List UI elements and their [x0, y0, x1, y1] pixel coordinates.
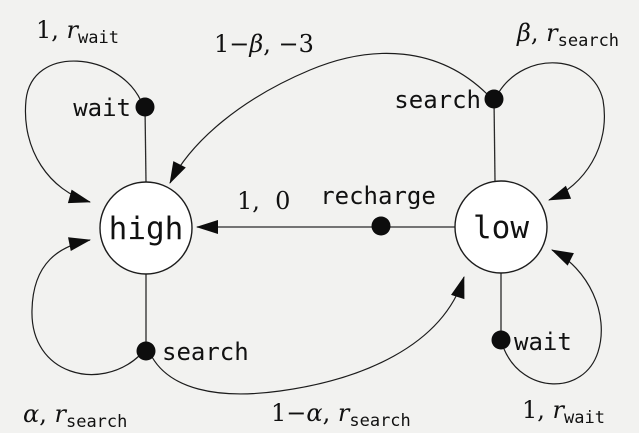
- edge-search-low-to-high: [169, 52, 488, 184]
- search-high-to-low-label: 1−α, rsearch: [271, 399, 411, 431]
- search-high-action-label: search: [162, 338, 249, 366]
- recharge-edge-label: 1, 0: [237, 187, 290, 215]
- search-low-action-dot: [484, 89, 504, 109]
- edge-search-high-to-low: [151, 276, 465, 395]
- search-high-action-dot: [136, 341, 156, 361]
- wait-low-action-dot: [491, 330, 511, 350]
- edge-wait-high-self-loop: [24, 60, 142, 204]
- search-low-to-high-label: 1−β, −3: [214, 30, 314, 58]
- recharge-action-dot: [371, 216, 391, 236]
- search-low-loop-label: β, rsearch: [516, 19, 619, 51]
- wait-low-action-label: wait: [514, 328, 572, 356]
- high-state-label: high: [109, 211, 184, 247]
- edge-search-high-self-loop: [31, 237, 140, 376]
- low-state-label: low: [473, 210, 529, 246]
- recharge-action-label: recharge: [320, 182, 436, 210]
- edge-wait-low-self-loop: [503, 249, 602, 385]
- stem-high-wait: [144, 106, 147, 183]
- search-low-action-label: search: [394, 86, 481, 114]
- search-high-loop-label: α, rsearch: [23, 400, 127, 432]
- wait-high-loop-label: 1, rwait: [36, 16, 119, 48]
- high-state-node: [99, 181, 193, 275]
- wait-high-action-dot: [135, 97, 155, 117]
- wait-low-loop-label: 1, rwait: [522, 396, 605, 428]
- wait-high-action-label: wait: [73, 94, 131, 122]
- low-state-node: [454, 180, 548, 274]
- edge-search-low-self-loop: [498, 62, 605, 201]
- stem-low-search: [493, 98, 496, 182]
